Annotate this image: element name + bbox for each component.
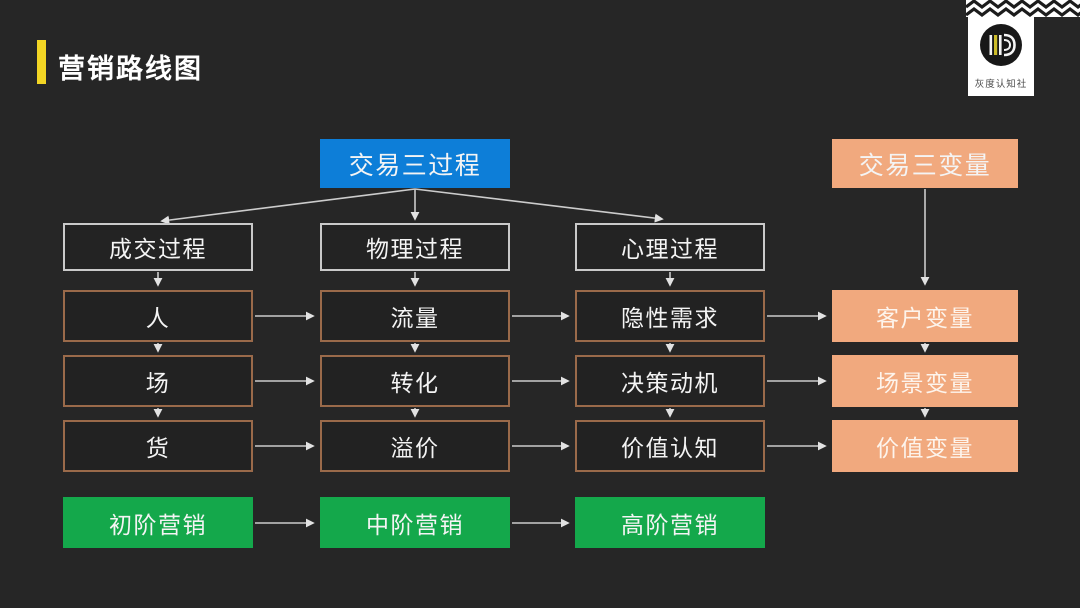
node-conversion: 转化 [320, 355, 510, 407]
node-value-cognition: 价值认知 [575, 420, 765, 472]
node-trade-three-processes: 交易三过程 [320, 139, 510, 188]
zigzag-pattern-icon [966, 0, 1080, 17]
hd-logo-icon [980, 24, 1022, 66]
node-hidden-demand: 隐性需求 [575, 290, 765, 342]
node-trade-three-variables: 交易三变量 [832, 139, 1018, 188]
node-premium: 溢价 [320, 420, 510, 472]
node-basic-marketing: 初阶营销 [63, 497, 253, 548]
node-deal-process: 成交过程 [63, 223, 253, 271]
node-mental-process: 心理过程 [575, 223, 765, 271]
node-advanced-marketing: 高阶营销 [575, 497, 765, 548]
node-value-variable: 价值变量 [832, 420, 1018, 472]
title-accent-bar [37, 40, 46, 84]
node-physical-process: 物理过程 [320, 223, 510, 271]
node-traffic: 流量 [320, 290, 510, 342]
node-decision-motive: 决策动机 [575, 355, 765, 407]
node-intermediate-marketing: 中阶营销 [320, 497, 510, 548]
node-place: 场 [63, 355, 253, 407]
logo-name: 灰度认知社 [974, 79, 1028, 90]
node-customer-variable: 客户变量 [832, 290, 1018, 342]
node-person: 人 [63, 290, 253, 342]
node-goods: 货 [63, 420, 253, 472]
node-scene-variable: 场景变量 [832, 355, 1018, 407]
page-title: 营销路线图 [58, 54, 203, 84]
